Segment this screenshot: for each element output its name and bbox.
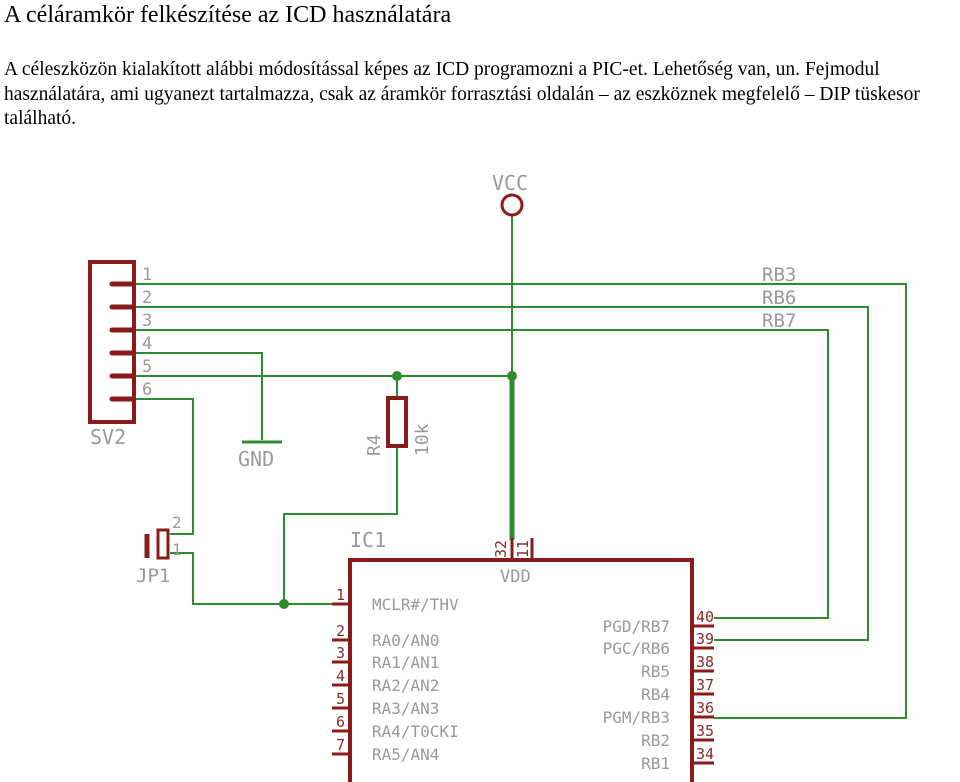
- net-label-rb3: RB3: [762, 264, 796, 286]
- ic1-right-pin-36-number: 36: [696, 699, 714, 717]
- wire-gnd: [136, 352, 263, 440]
- connector-body: [88, 260, 136, 424]
- wire-rb6: [136, 306, 869, 641]
- ic1-name: IC1: [350, 528, 386, 552]
- ic1-right-pin-34-number: 34: [696, 745, 714, 763]
- connector-sv2: 1 2 3 4 5 6 SV2: [88, 260, 152, 449]
- intro-paragraph: A céleszközön kialakított alábbi módosít…: [4, 58, 956, 132]
- ic1-left-pin-1-name: MCLR#/THV: [372, 595, 459, 614]
- ic1-left-pin-6-number: 6: [336, 713, 345, 731]
- ic1-top-pin-11: 11: [514, 540, 532, 558]
- net-label-rb7: RB7: [762, 310, 796, 332]
- wire-rb3: [136, 329, 829, 619]
- ic1-right-pin-34-name: RB1: [641, 754, 670, 773]
- jumper-pin-2: 2: [172, 513, 182, 532]
- wire-r4-mclr: [283, 446, 398, 604]
- page-title: A céláramkör felkészítése az ICD használ…: [4, 2, 452, 28]
- ic1-left-pin-5-name: RA3/AN3: [372, 699, 439, 718]
- intro-paragraph-text: A céleszközön kialakított alábbi módosít…: [4, 59, 920, 129]
- ic1-right-pin-35-number: 35: [696, 722, 714, 740]
- resistor-body: [386, 396, 408, 448]
- ic1-left-pin-7-number: 7: [336, 736, 345, 754]
- resistor-value: 10k: [412, 423, 433, 456]
- connector-pin-5: 5: [142, 357, 152, 377]
- jumper-jp1: 2 1 JP1: [136, 513, 182, 587]
- ic1-vdd-label: VDD: [500, 567, 531, 587]
- ic1-right-pin-38-number: 38: [696, 653, 714, 671]
- junctions: [279, 371, 517, 609]
- ic1-right-pin-37-name: RB4: [641, 685, 670, 704]
- ic1-right-pin-39-number: 39: [696, 630, 714, 648]
- ic1-right-pin-40-name: PGD/RB7: [603, 617, 670, 636]
- wire-pin6: [136, 398, 194, 535]
- ic1-right-pin-38-name: RB5: [641, 662, 670, 681]
- ic1-left-pin-3-number: 3: [336, 644, 345, 662]
- ic1-right-pin-35-name: RB2: [641, 731, 670, 750]
- ic1-left-pin-4-number: 4: [336, 667, 345, 685]
- ic1-right-pin-39-name: PGC/RB6: [603, 639, 670, 658]
- gnd-label: GND: [238, 447, 274, 471]
- wire-rb7: [136, 283, 907, 719]
- connector-pin-4: 4: [142, 334, 152, 354]
- ic1-left-pin-1-number: 1: [336, 586, 345, 604]
- jumper-name: JP1: [136, 565, 170, 587]
- resistor-name: R4: [364, 434, 385, 456]
- net-label-rb6: RB6: [762, 287, 796, 309]
- ic1-body: [348, 558, 694, 782]
- junction-mclr: [279, 599, 289, 609]
- ic1-top-pin-32: 32: [492, 540, 510, 558]
- ic1-right-pin-37-number: 37: [696, 676, 714, 694]
- wire-jp1-mclr: [170, 552, 350, 605]
- vcc-symbol: [500, 193, 524, 217]
- vcc-label: VCC: [492, 171, 528, 195]
- jumper-pin-1: 1: [172, 540, 182, 559]
- ic1-left-pin-3-name: RA1/AN1: [372, 653, 439, 672]
- junction-r4: [392, 371, 402, 381]
- connector-pin-1: 1: [142, 265, 152, 285]
- connector-pin-2: 2: [142, 288, 152, 308]
- resistor-r4: R4 10k: [364, 396, 433, 456]
- ic1-left-pin-6-name: RA4/T0CKI: [372, 722, 459, 741]
- ic1-left-pin-2-number: 2: [336, 622, 345, 640]
- ic1-left-pin-5-number: 5: [336, 690, 345, 708]
- jumper-body: [156, 528, 170, 560]
- connector-pin-3: 3: [142, 311, 152, 331]
- connector-pin-6: 6: [142, 380, 152, 400]
- ic1-left-pin-7-name: RA5/AN4: [372, 745, 439, 764]
- ic1-right-pin-36-name: PGM/RB3: [603, 708, 670, 727]
- junction-vcc: [507, 371, 517, 381]
- connector-name: SV2: [90, 425, 126, 449]
- ic1-right-pin-40-number: 40: [696, 608, 714, 626]
- wires: [136, 216, 907, 719]
- ic1-left-pin-4-name: RA2/AN2: [372, 676, 439, 695]
- ic1-left-pin-2-name: RA0/AN0: [372, 631, 439, 650]
